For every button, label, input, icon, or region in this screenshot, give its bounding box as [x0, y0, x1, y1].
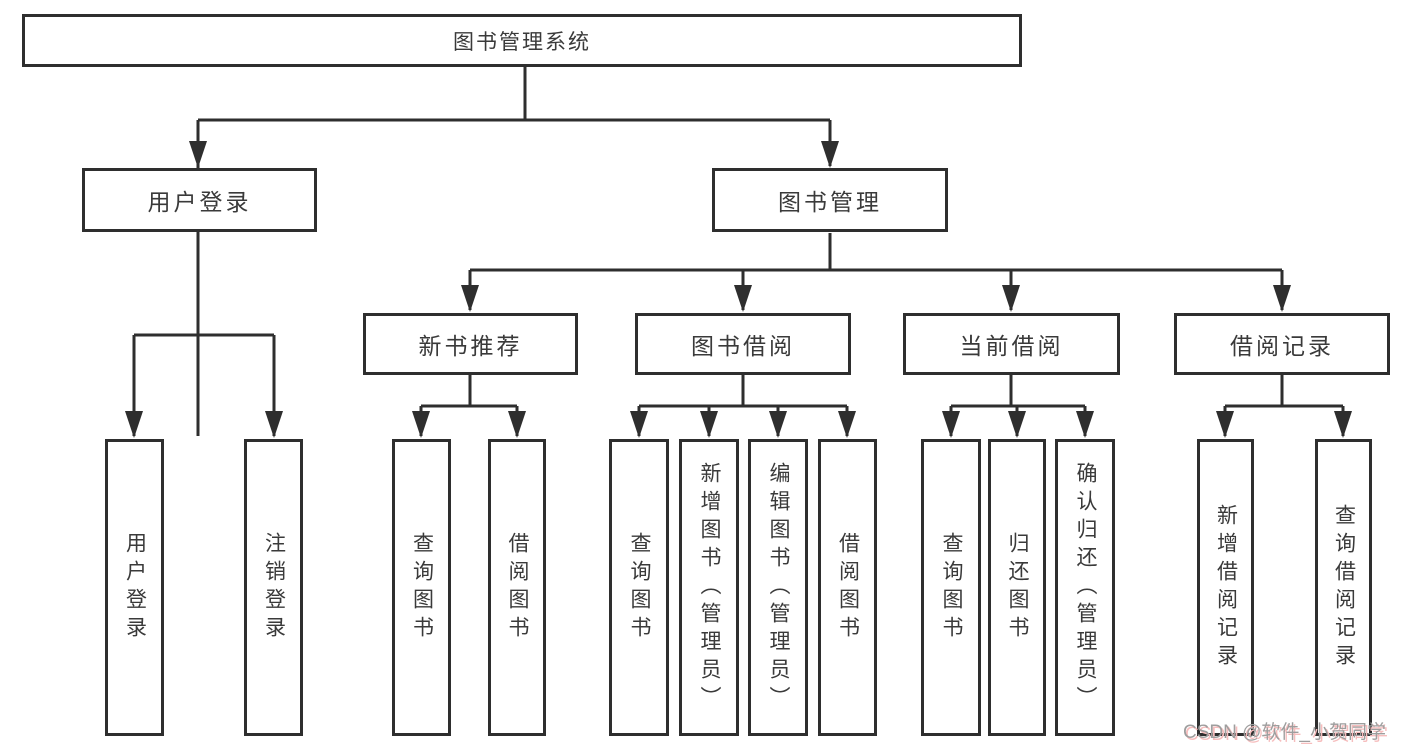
node-user-login: 用户登录 [82, 168, 317, 232]
leaf-edit-books-admin: 编辑图书（管理员） [748, 439, 808, 736]
leaf-label: 查询借阅记录 [1332, 503, 1356, 672]
node-label: 图书借阅 [691, 333, 795, 359]
csdn-watermark: CSDN @软件_小贺同学 [1183, 722, 1386, 743]
leaf-add-books-admin: 新增图书（管理员） [679, 439, 739, 736]
leaf-confirm-return-admin: 确认归还（管理员） [1055, 439, 1115, 736]
node-label: 借阅记录 [1230, 333, 1334, 359]
leaf-label: 新增图书（管理员） [698, 461, 721, 714]
leaf-label: 注销登录 [262, 531, 286, 644]
leaf-label: 查询图书 [410, 531, 434, 644]
leaf-label: 归还图书 [1006, 531, 1029, 644]
node-new-book-recommendation: 新书推荐 [363, 313, 578, 375]
leaf-query-books-borrow: 查询图书 [609, 439, 669, 736]
node-label: 当前借阅 [959, 333, 1064, 359]
node-label: 新书推荐 [418, 333, 523, 359]
node-book-management: 图书管理 [712, 168, 948, 232]
leaf-user-login: 用户登录 [105, 439, 164, 736]
leaf-label: 查询图书 [940, 531, 963, 644]
leaf-borrow-books: 借阅图书 [818, 439, 877, 736]
leaf-label: 借阅图书 [836, 531, 860, 644]
leaf-borrow-books-recommend: 借阅图书 [488, 439, 546, 736]
arrowheads [125, 141, 1352, 438]
node-current-borrowing: 当前借阅 [903, 313, 1120, 375]
node-library-management-system: 图书管理系统 [22, 14, 1022, 67]
node-borrowing-records: 借阅记录 [1174, 313, 1390, 375]
leaf-return-books: 归还图书 [988, 439, 1046, 736]
leaf-label: 借阅图书 [506, 531, 529, 644]
node-book-borrowing: 图书借阅 [635, 313, 851, 375]
leaf-label: 用户登录 [123, 531, 147, 644]
leaf-label: 编辑图书（管理员） [767, 461, 790, 714]
leaf-query-borrow-record: 查询借阅记录 [1315, 439, 1372, 736]
leaf-label: 查询图书 [628, 531, 651, 644]
node-label: 用户登录 [147, 189, 252, 215]
leaf-logout: 注销登录 [244, 439, 303, 736]
leaf-query-books-recommend: 查询图书 [392, 439, 451, 736]
node-label: 图书管理系统 [453, 30, 591, 54]
leaf-add-borrow-record: 新增借阅记录 [1197, 439, 1254, 736]
node-label: 图书管理 [778, 189, 882, 215]
leaf-query-books-current: 查询图书 [921, 439, 981, 736]
leaf-label: 新增借阅记录 [1214, 503, 1238, 672]
leaf-label: 确认归还（管理员） [1074, 461, 1097, 714]
